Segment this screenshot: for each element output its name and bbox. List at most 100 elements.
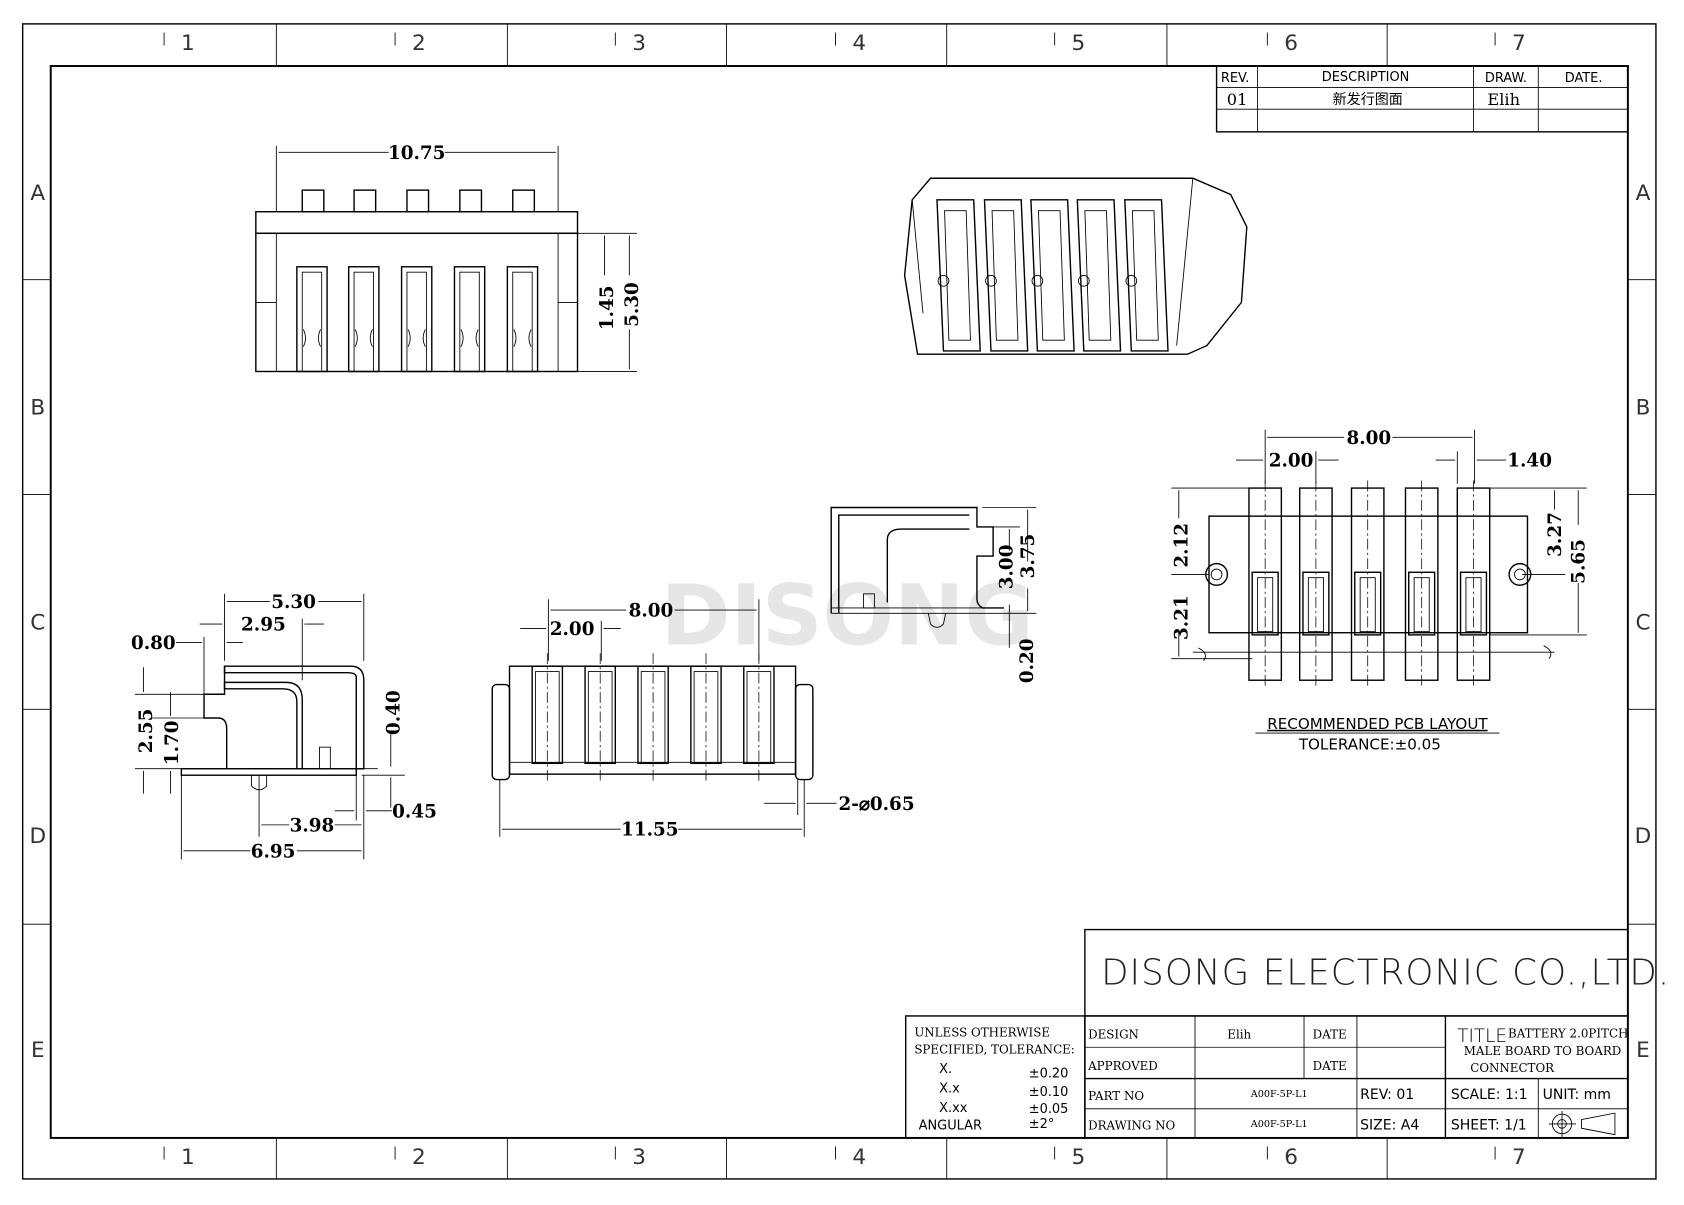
dim-side-295: 2.95 <box>241 615 286 636</box>
title-label: TITLE <box>1457 1026 1507 1047</box>
row-label: C <box>1635 610 1650 635</box>
contact-inner <box>406 271 427 372</box>
isometric-view <box>903 177 1248 355</box>
tolerance-value: ±0.05 <box>1029 1102 1069 1117</box>
dim-pcb-800: 8.00 <box>1346 428 1391 449</box>
dim-side-695: 6.95 <box>251 841 296 862</box>
iso-slot-inner <box>1038 210 1065 341</box>
row-label: E <box>31 1038 45 1063</box>
contact-spring <box>407 329 426 347</box>
approved-date-label: DATE <box>1313 1059 1347 1073</box>
pcb-layout-tolerance: TOLERANCE:±0.05 <box>1298 735 1441 753</box>
pin-top <box>512 189 536 213</box>
iso-slot <box>1076 199 1122 352</box>
column-label: 2 <box>412 1145 426 1170</box>
dim-end-300: 3.00 <box>997 545 1018 590</box>
contact-inner <box>459 271 480 372</box>
iso-contact <box>937 274 950 287</box>
dim-side-255: 2.55 <box>136 709 157 754</box>
part-no-value: A00F-5P-L1 <box>1250 1089 1308 1100</box>
row-label: A <box>1636 181 1651 206</box>
contact-spring <box>302 329 321 347</box>
rev-header: REV. <box>1221 71 1249 86</box>
dim-side-080: 0.80 <box>131 633 176 654</box>
bottom-slot-inner <box>534 671 560 764</box>
drawing-no-value: A00F-5P-L1 <box>1250 1119 1308 1130</box>
title-block: DISONG ELECTRONIC CO.,LTD. UNLESS OTHERW… <box>904 928 1669 1139</box>
pcb-layout-title: RECOMMENDED PCB LAYOUT <box>1267 715 1488 733</box>
part-no-label: PART NO <box>1088 1089 1144 1103</box>
row-label: E <box>1636 1038 1650 1063</box>
row-label: D <box>29 824 46 849</box>
bottom-slot-inner <box>587 671 613 764</box>
column-label: 3 <box>632 1145 646 1170</box>
revision-table: REV. DESCRIPTION DRAW. DATE. 01 新发行图面 El… <box>1215 65 1629 133</box>
dim-end-020: 0.20 <box>1017 638 1038 683</box>
draw-value: Elih <box>1487 90 1520 109</box>
dim-side-040: 0.40 <box>383 690 404 735</box>
contact-spring <box>460 329 479 347</box>
description-value: 新发行图面 <box>1333 92 1403 108</box>
end-view: 3.75 3.00 0.20 <box>830 506 1039 683</box>
tolerance-label: X.x <box>939 1082 960 1097</box>
column-label: 2 <box>412 31 426 56</box>
row-label: B <box>30 396 45 421</box>
contact-inner <box>353 271 374 372</box>
column-label: 6 <box>1284 31 1298 56</box>
dim-pcb-565: 5.65 <box>1569 539 1590 584</box>
column-label: 1 <box>181 1145 195 1170</box>
pin-top <box>353 189 377 213</box>
dim-bottom-peg: 2-⌀0.65 <box>838 794 914 815</box>
dim-side-398: 3.98 <box>290 815 335 836</box>
contact-inner <box>301 271 323 372</box>
side-view: 5.30 2.95 0.80 2.55 1.70 0.40 0.45 3.98 … <box>131 592 437 862</box>
bottom-view: 8.00 2.00 11.55 2-⌀0.65 <box>491 599 915 841</box>
dim-front-height-b: 5.30 <box>622 282 643 327</box>
bottom-slot-inner <box>693 671 719 764</box>
tolerance-value: ±0.20 <box>1029 1066 1069 1081</box>
drawing-no-label: DRAWING NO <box>1088 1118 1175 1132</box>
row-label: B <box>1636 396 1651 421</box>
contact-slot <box>453 266 486 373</box>
rev-field: REV: 01 <box>1360 1087 1414 1103</box>
dim-pcb-200: 2.00 <box>1269 450 1314 471</box>
dim-bottom-800: 8.00 <box>629 601 674 622</box>
sheet-field: SHEET: 1/1 <box>1451 1117 1527 1133</box>
tolerance-value: ±2° <box>1029 1117 1055 1132</box>
front-view: 10.75 1.45 5.30 <box>255 143 643 373</box>
iso-contact <box>985 274 997 287</box>
iso-slot-inner <box>1084 210 1112 341</box>
pin-top <box>459 189 483 213</box>
dim-bottom-1155: 11.55 <box>621 820 678 841</box>
dim-front-width: 10.75 <box>388 143 445 164</box>
pin-top <box>301 189 325 213</box>
iso-slot <box>983 199 1029 352</box>
dim-side-045: 0.45 <box>392 801 437 822</box>
dim-pcb-212: 2.12 <box>1171 523 1192 568</box>
row-label: A <box>30 181 45 206</box>
dim-bottom-200: 2.00 <box>550 619 595 640</box>
column-label: 4 <box>852 1145 866 1170</box>
column-label: 7 <box>1512 31 1526 56</box>
contact-inner <box>512 271 533 372</box>
scale-field: SCALE: 1:1 <box>1451 1087 1528 1103</box>
unit-field: UNIT: mm <box>1543 1087 1611 1103</box>
design-date-label: DATE <box>1313 1028 1347 1042</box>
contact-slot <box>400 266 433 373</box>
dim-pcb-327: 3.27 <box>1545 512 1566 557</box>
description-header: DESCRIPTION <box>1322 70 1410 85</box>
tolerance-label: X. <box>939 1062 952 1077</box>
rev-value: 01 <box>1227 90 1248 109</box>
watermark: DISONG <box>661 567 1034 665</box>
title-line-3: CONNECTOR <box>1470 1061 1555 1075</box>
iso-slot <box>936 199 981 352</box>
contact-spring <box>354 329 373 347</box>
dim-side-170: 1.70 <box>162 720 183 765</box>
contact-slot <box>506 266 539 373</box>
contact-spring <box>513 329 532 347</box>
projection-symbol-icon <box>1549 1110 1616 1137</box>
iso-slot-inner <box>991 210 1019 341</box>
column-label: 5 <box>1072 31 1086 56</box>
design-label: DESIGN <box>1088 1028 1139 1042</box>
